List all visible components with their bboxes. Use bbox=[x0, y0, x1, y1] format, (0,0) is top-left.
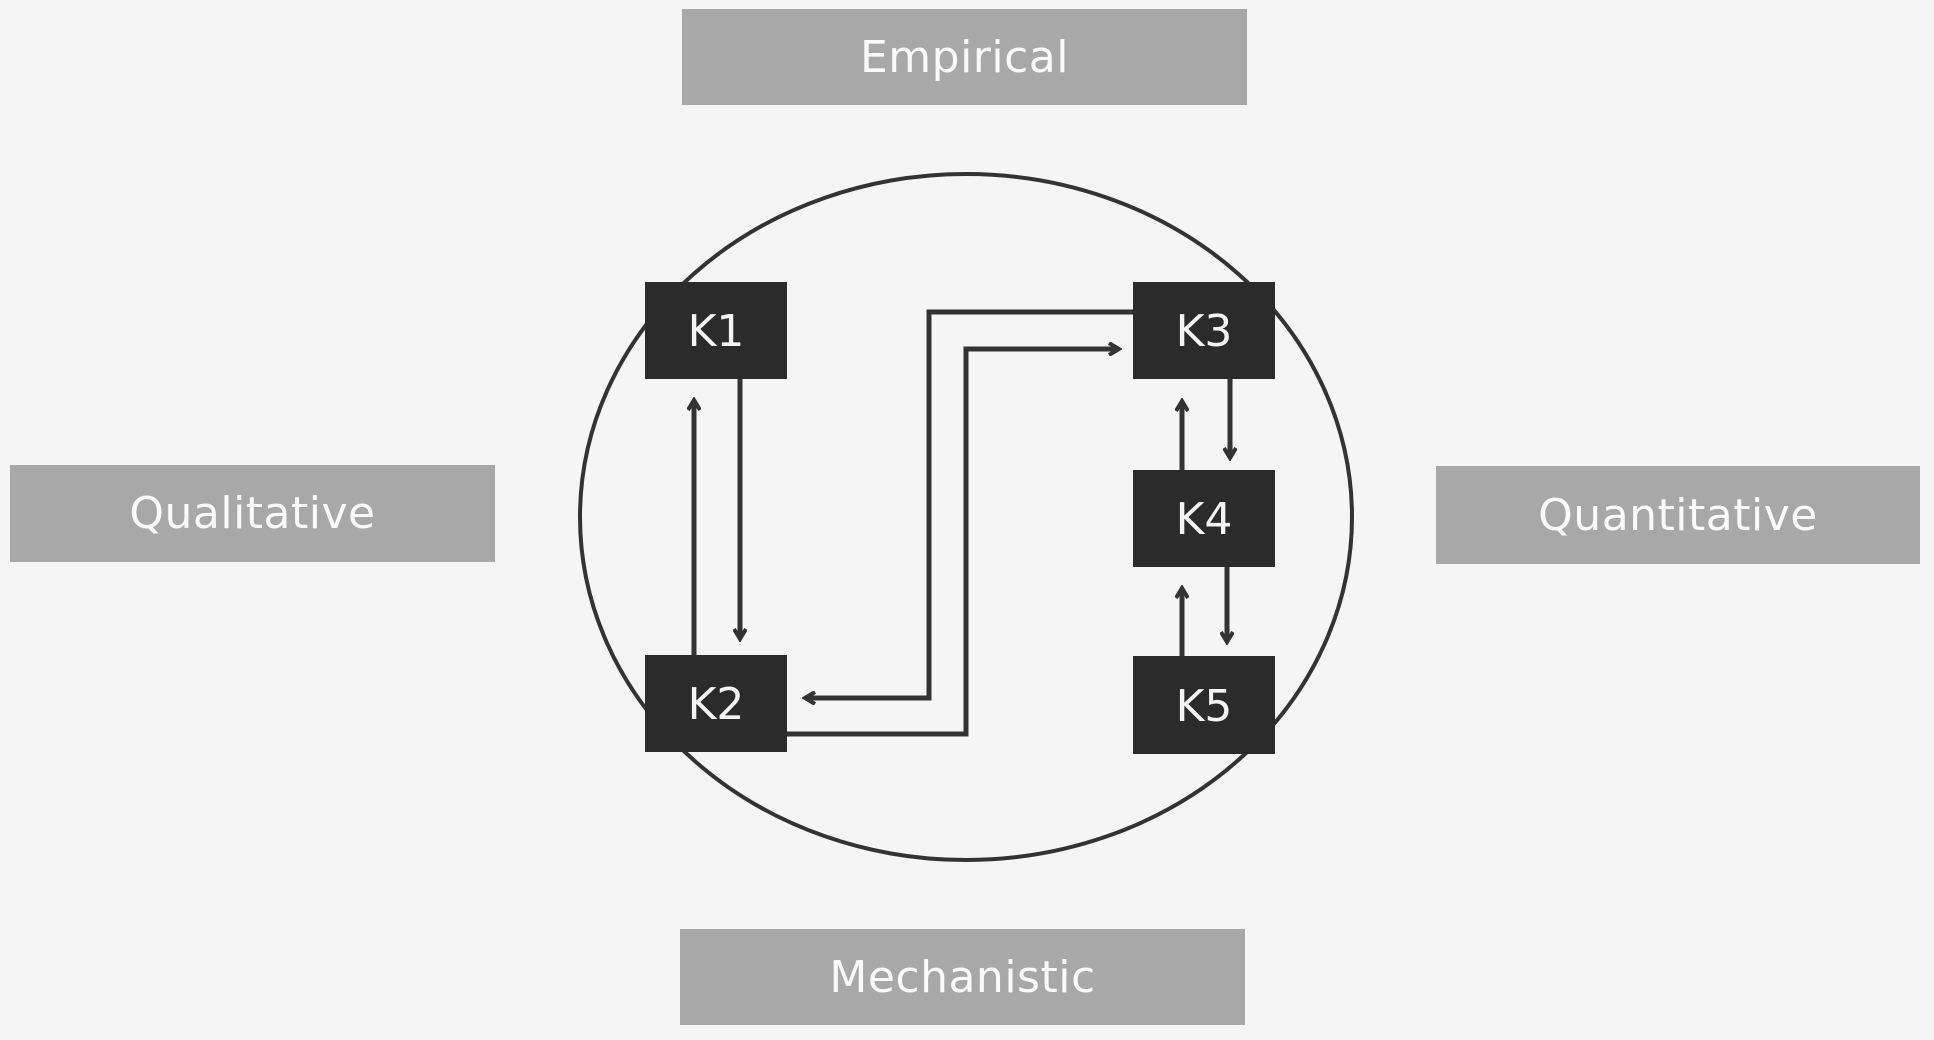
node-k5-label: K5 bbox=[1176, 681, 1233, 732]
node-k3: K3 bbox=[1133, 282, 1275, 379]
label-empirical: Empirical bbox=[682, 9, 1247, 105]
node-k5: K5 bbox=[1133, 656, 1275, 754]
node-k3-label: K3 bbox=[1176, 306, 1233, 357]
label-qualitative: Qualitative bbox=[10, 465, 495, 562]
label-mechanistic: Mechanistic bbox=[680, 929, 1245, 1025]
arrow-k3-k2 bbox=[805, 309, 1133, 698]
node-k4-label: K4 bbox=[1176, 494, 1233, 545]
boundary-circle bbox=[578, 172, 1354, 862]
node-k1: K1 bbox=[645, 282, 787, 379]
node-k4: K4 bbox=[1133, 470, 1275, 567]
label-quantitative: Quantitative bbox=[1436, 466, 1920, 564]
node-k2-label: K2 bbox=[688, 679, 745, 730]
node-k1-label: K1 bbox=[688, 306, 745, 357]
arrow-k2-k3 bbox=[787, 349, 1119, 737]
node-k2: K2 bbox=[645, 655, 787, 752]
